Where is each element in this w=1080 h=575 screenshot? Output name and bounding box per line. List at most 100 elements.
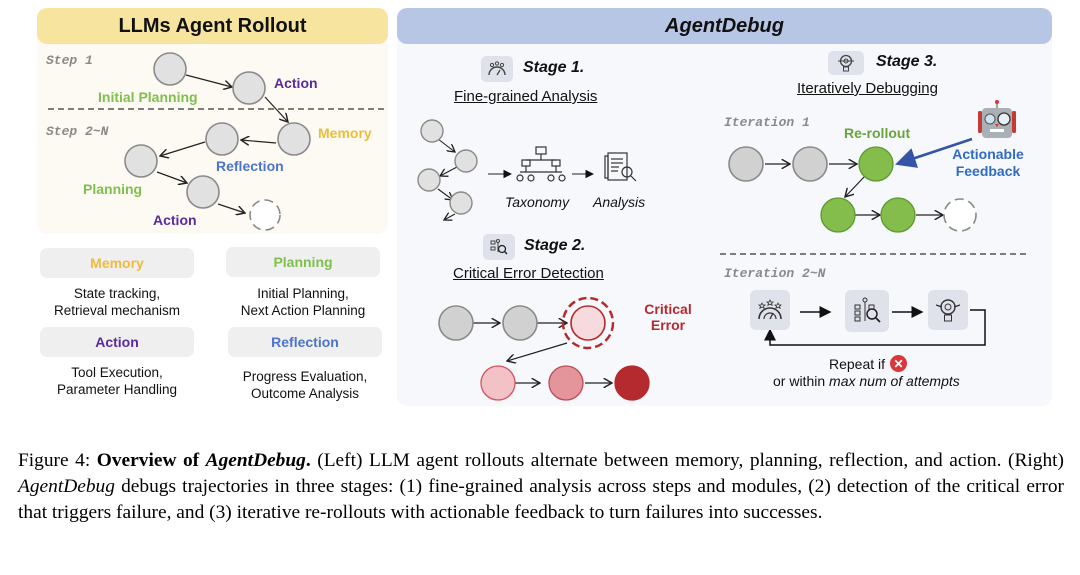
module-memory-name: Memory: [90, 255, 144, 271]
label-memory: Memory: [318, 125, 372, 141]
module-planning-desc: Initial Planning, Next Action Planning: [218, 285, 388, 319]
s2-node-dark: [614, 365, 650, 401]
module-memory-desc: State tracking, Retrieval mechanism: [32, 285, 202, 319]
stage2-title: Stage 2.: [524, 237, 586, 254]
s2-node-mid: [548, 365, 584, 401]
error-line: Error: [650, 317, 686, 333]
desc-line: State tracking,: [73, 286, 161, 301]
fail-x-icon: ✕: [890, 355, 908, 372]
node-initial-planning: [153, 52, 187, 86]
desc-line: Initial Planning,: [257, 286, 349, 301]
s3-node: [792, 146, 828, 182]
module-planning-name: Planning: [273, 254, 333, 270]
s2-node: [502, 305, 538, 341]
node-planning: [124, 144, 158, 178]
feedback-arrow: [895, 137, 973, 168]
s1-node: [420, 119, 444, 143]
module-memory: Memory: [40, 248, 194, 278]
iteration1-label: Iteration 1: [724, 115, 810, 130]
node-memory: [277, 122, 311, 156]
s1-edge: [444, 214, 456, 220]
module-planning: Planning: [226, 247, 380, 277]
evaluation-gauge-icon: [750, 290, 790, 330]
critical-error-halo: [561, 296, 615, 350]
caption-italic2: AgentDebug: [18, 476, 115, 497]
node-action-step1: [232, 71, 266, 105]
rerollout-node: [858, 146, 894, 182]
desc-line: Parameter Handling: [56, 382, 178, 397]
s2-edge-back: [507, 342, 568, 361]
repeat-condition: Repeat if ✕: [829, 355, 908, 372]
robot-icon: [978, 100, 1016, 138]
edge-initial-to-action: [185, 74, 232, 87]
label-planning: Planning: [83, 181, 143, 197]
module-reflection-desc: Progress Evaluation, Outcome Analysis: [220, 368, 390, 402]
document-analysis-icon: [604, 152, 637, 182]
label-initial-planning: Initial Planning: [98, 89, 198, 105]
edge-memory-to-reflection: [241, 140, 277, 143]
label-action-step1: Action: [274, 75, 318, 91]
caption-bold-italic: AgentDebug: [205, 450, 306, 471]
attempts-italic: max num of attempts: [829, 373, 960, 389]
module-reflection: Reflection: [228, 327, 382, 357]
taxonomy-icon: [516, 146, 566, 182]
s1-node: [454, 149, 478, 173]
s1-node: [449, 191, 473, 215]
module-action: Action: [40, 327, 194, 357]
caption-bold: Overview of: [96, 450, 206, 471]
module-action-name: Action: [95, 334, 139, 350]
analysis-label: Analysis: [593, 194, 646, 210]
feedback-line2: Feedback: [955, 163, 1021, 179]
caption-text2: debugs trajectories in three stages: (1)…: [18, 476, 1064, 523]
module-action-desc: Tool Execution, Parameter Handling: [32, 364, 202, 398]
desc-line: Progress Evaluation,: [242, 369, 368, 384]
s3-node: [728, 146, 764, 182]
rollout-panel-title: LLMs Agent Rollout: [37, 8, 388, 44]
desc-line: Outcome Analysis: [250, 386, 360, 401]
desc-line: Retrieval mechanism: [53, 303, 181, 318]
s3-green-node: [820, 197, 856, 233]
desc-line: Tool Execution,: [71, 365, 163, 380]
label-reflection: Reflection: [216, 158, 284, 174]
attempts-condition: or within max num of attempts: [773, 373, 960, 389]
edge-reflection-to-planning: [160, 141, 206, 156]
caption-text1: (Left) LLM agent rollouts alternate betw…: [310, 450, 1065, 471]
module-reflection-name: Reflection: [271, 334, 339, 350]
flowchart-search-icon: [845, 290, 889, 332]
stage2-subtitle: Critical Error Detection: [453, 265, 604, 282]
label-action-step2: Action: [153, 212, 197, 228]
s3-pending-node: [943, 198, 977, 232]
taxonomy-label: Taxonomy: [505, 194, 570, 210]
feedback-line1: Actionable: [952, 146, 1024, 162]
iteration2-label: Iteration 2~N: [724, 266, 826, 281]
agentdebug-panel-title: AgentDebug: [397, 8, 1052, 44]
critical-error-node: [570, 305, 606, 341]
lightbulb-gear-icon: [928, 290, 968, 330]
s2-node: [438, 305, 474, 341]
caption-bold-end: .: [305, 450, 311, 471]
step2-label: Step 2~N: [46, 124, 109, 139]
rerollout-label: Re-rollout: [844, 125, 911, 141]
stage3-title: Stage 3.: [876, 53, 938, 70]
node-action-step2: [186, 175, 220, 209]
stage3-subtitle: Iteratively Debugging: [797, 80, 938, 97]
edge-action-to-next: [217, 203, 245, 213]
critical-line: Critical: [644, 301, 692, 317]
edge-action-to-memory: [264, 96, 288, 122]
caption-prefix: Figure 4:: [18, 450, 97, 471]
s1-node: [417, 168, 441, 192]
stage1-subtitle: Fine-grained Analysis: [454, 88, 598, 105]
flowchart-search-icon: [483, 234, 515, 260]
lightbulb-gear-icon: [828, 51, 864, 75]
s2-node-light: [480, 365, 516, 401]
edge-planning-to-action: [156, 171, 187, 183]
desc-line: Next Action Planning: [240, 303, 366, 318]
stage1-title: Stage 1.: [523, 59, 585, 76]
s3-green-node: [880, 197, 916, 233]
s1-edge: [437, 138, 455, 152]
evaluation-gauge-icon: [481, 56, 513, 82]
loop-back-arrow: [764, 309, 986, 346]
